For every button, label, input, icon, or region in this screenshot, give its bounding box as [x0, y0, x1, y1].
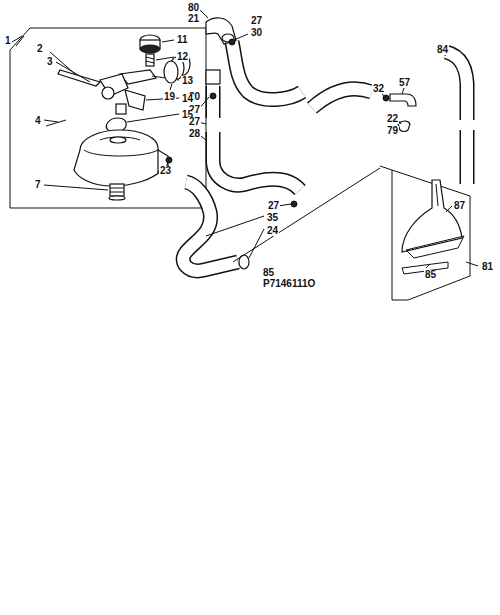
callout-number: 35: [266, 213, 279, 223]
leader-lines: [16, 36, 179, 190]
callout-number: 3: [46, 57, 54, 67]
callout-number: 57: [398, 78, 411, 88]
leader-lines: [170, 9, 446, 262]
callout-number: 22: [386, 114, 399, 124]
callout-number: 79: [386, 126, 399, 136]
callout-number: 1: [4, 36, 12, 46]
callout-number: 12: [176, 52, 189, 62]
sump-assembly: [380, 166, 478, 300]
callout-number: 19: [163, 92, 176, 102]
callout-number: 28: [188, 129, 201, 139]
group-frame: [10, 28, 206, 208]
callout-number: 85: [262, 268, 275, 278]
callout-number: 81: [481, 262, 494, 272]
hoses: [183, 42, 467, 271]
callout-number: 7: [34, 180, 42, 190]
callout-number: 84: [436, 45, 449, 55]
callout-number: 27: [267, 201, 280, 211]
callout-number: 80: [187, 3, 200, 13]
callout-number: 87: [453, 201, 466, 211]
callout-number: 11: [176, 35, 189, 45]
callout-number: 4: [34, 116, 42, 126]
callout-number: 14: [181, 94, 194, 104]
callout-number: 30: [250, 28, 263, 38]
callout-number: 24: [266, 226, 279, 236]
callout-number: 2: [36, 44, 44, 54]
callout-number: 32: [372, 84, 385, 94]
callout-number: 85: [424, 270, 437, 280]
callout-number: 23: [159, 166, 172, 176]
callout-number: 27: [250, 16, 263, 26]
drawing-code: P7146111O: [262, 279, 316, 289]
pump-assembly: [46, 35, 168, 200]
callout-number: 27: [188, 117, 201, 127]
fittings: [164, 18, 416, 269]
callout-number: 21: [187, 14, 200, 24]
callout-number: 13: [181, 76, 194, 86]
